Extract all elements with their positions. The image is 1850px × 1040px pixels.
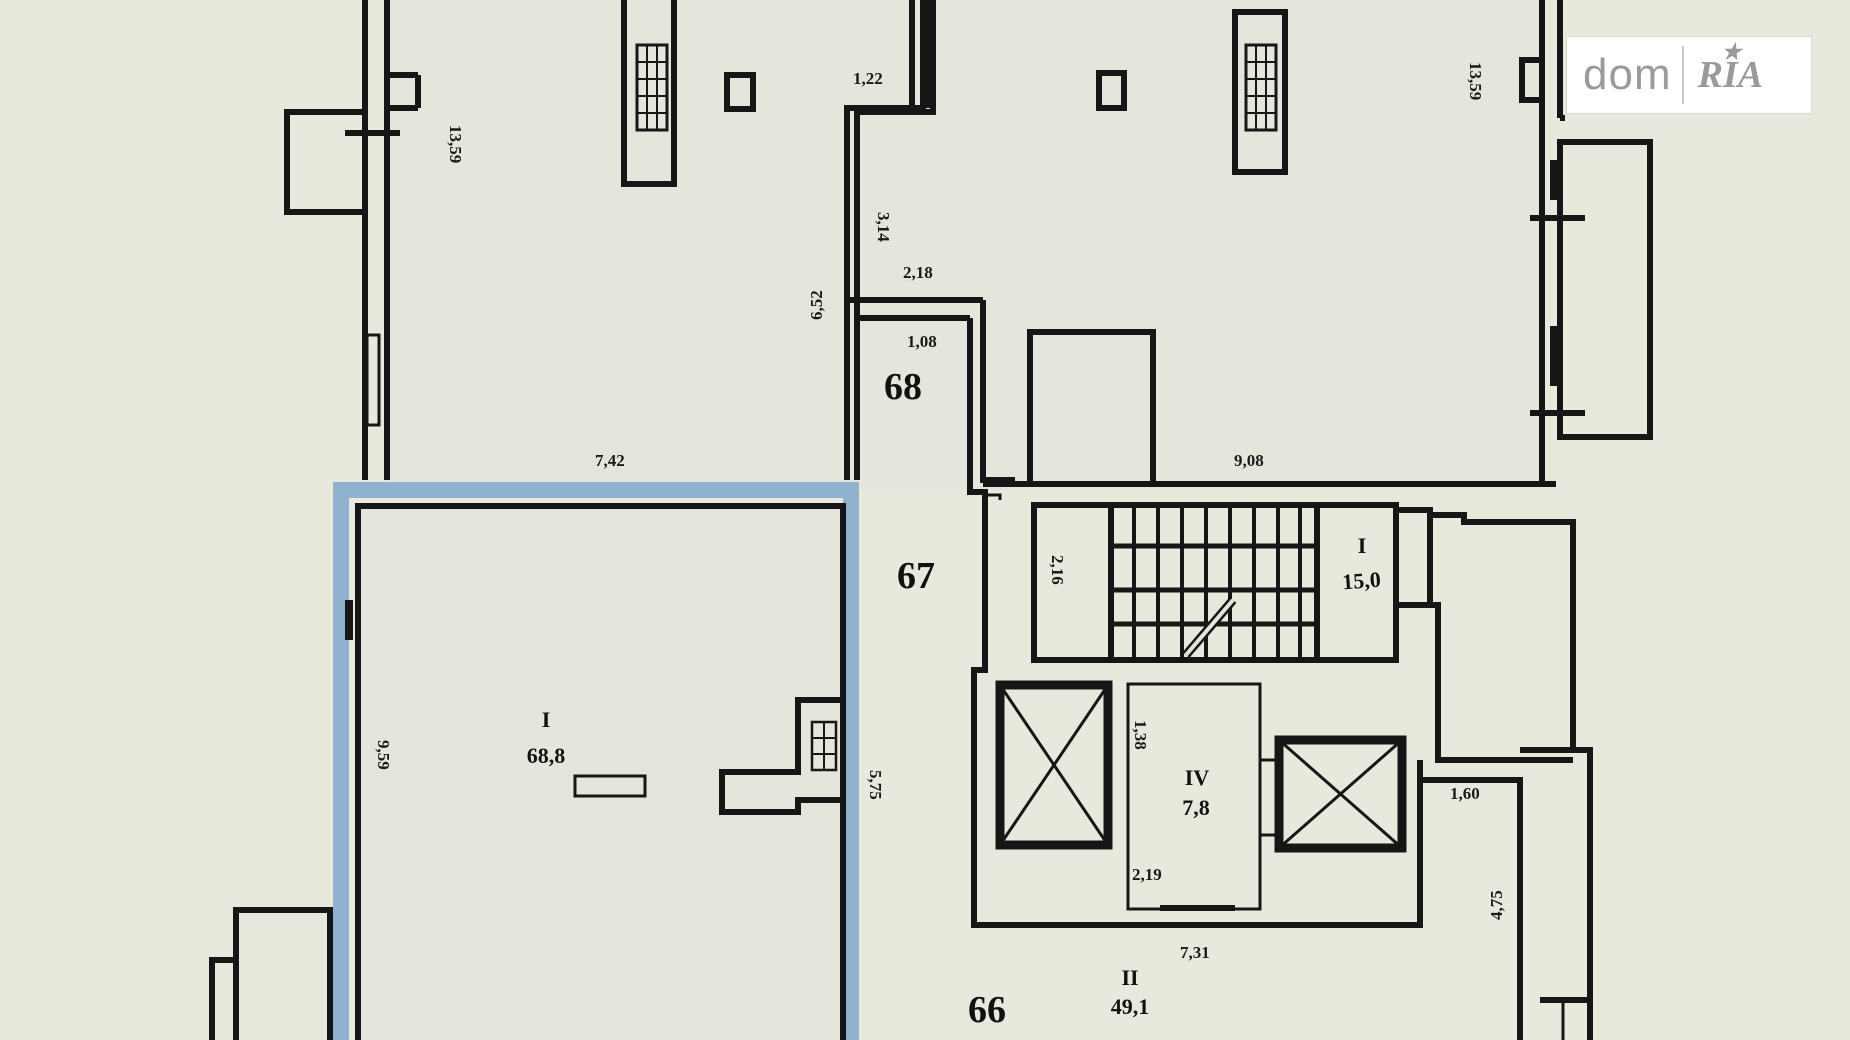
- room-66-number: 66: [968, 989, 1006, 1031]
- watermark-ria-label: RIA: [1697, 54, 1764, 96]
- dim-1-60: 1,60: [1450, 784, 1480, 803]
- dim-2-16: 2,16: [1048, 555, 1067, 585]
- dim-7-31: 7,31: [1180, 943, 1210, 962]
- elevator-room-number: IV: [1185, 765, 1210, 790]
- dim-13-59-left: 13,59: [446, 125, 465, 163]
- corridor: 1,22 3,14 2,18 1,08 6,52 68 67: [807, 0, 1015, 597]
- stair-room-number: I: [1358, 533, 1367, 558]
- stair-steps: [1111, 543, 1317, 627]
- upper-left-room: 13,59 7,42: [284, 0, 931, 480]
- star-icon: ★: [1721, 39, 1742, 64]
- column-left: [724, 72, 756, 112]
- dim-13-59-right: 13,59: [1466, 62, 1485, 100]
- watermark-ria-text: ★ RIA: [1684, 39, 1764, 97]
- hall-room-number: II: [1121, 965, 1138, 990]
- dim-7-42: 7,42: [595, 451, 625, 470]
- shaft-block: [1027, 329, 1156, 484]
- window-bay-left: [284, 109, 368, 215]
- stair-room-area: 15,0: [1341, 567, 1381, 595]
- dim-1-08: 1,08: [907, 332, 937, 351]
- office-room-number: I: [542, 707, 551, 732]
- dim-5-75: 5,75: [866, 770, 885, 800]
- radiator-left: [621, 0, 677, 187]
- lift-shaft-right: [1274, 735, 1407, 853]
- room-68-number: 68: [884, 366, 922, 408]
- hall-room-area: 49,1: [1111, 994, 1150, 1019]
- watermark-separator: [1681, 46, 1684, 104]
- dim-2-18: 2,18: [903, 263, 933, 282]
- dim-1-38: 1,38: [1131, 720, 1150, 750]
- dom-ria-watermark: dom ★ RIA: [1566, 36, 1812, 114]
- upper-right-room: 9,08 13,59: [983, 0, 1653, 487]
- upper-floor-area: [385, 0, 1545, 490]
- elevator-room-area: 7,8: [1182, 795, 1210, 820]
- selected-unit-outline: [333, 482, 859, 1040]
- lift-lobby: IV 7,8 2,19 1,38 7,31 1,60 4,75 66 II 49…: [968, 500, 1593, 1040]
- column-right: [1096, 70, 1127, 111]
- window-bay-right: [1557, 139, 1653, 440]
- dim-6-52: 6,52: [807, 290, 826, 320]
- dim-2-19: 2,19: [1132, 865, 1162, 884]
- dim-9-59: 9,59: [374, 740, 393, 770]
- stairwell: I 15,0 2,16: [983, 493, 1399, 663]
- radiator-right: [1232, 9, 1288, 175]
- dim-1-22: 1,22: [853, 69, 883, 88]
- lift-shaft-left: [995, 680, 1113, 850]
- dim-4-75: 4,75: [1487, 890, 1506, 920]
- office-room-area: 68,8: [527, 743, 566, 768]
- dim-3-14: 3,14: [874, 212, 893, 242]
- dim-9-08: 9,08: [1234, 451, 1264, 470]
- watermark-dom-text: dom: [1583, 50, 1672, 99]
- room-67-number: 67: [897, 555, 935, 597]
- office-unit: I 68,8 9,59 5,75: [209, 482, 885, 1040]
